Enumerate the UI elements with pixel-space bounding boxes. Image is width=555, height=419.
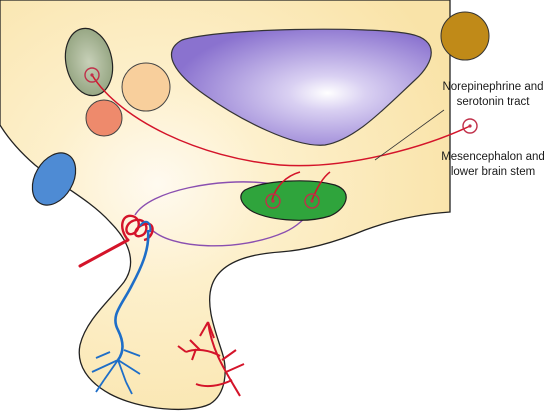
neuron-green-right — [304, 193, 320, 209]
label-stem-line2: lower brain stem — [450, 166, 536, 178]
label-tract-line2: serotonin tract — [456, 96, 530, 108]
portal-vein — [114, 229, 150, 361]
tract-branch-left — [271, 171, 301, 201]
salmon-nucleus — [85, 99, 123, 137]
thalamus-shape — [170, 28, 432, 146]
norepinephrine-serotonin-tract — [91, 74, 471, 167]
olive-nucleus — [64, 27, 114, 97]
label-stem-line1: Mesencephalon and — [441, 151, 545, 163]
gold-nucleus — [440, 11, 490, 61]
leader-line-tract — [374, 109, 445, 161]
brainstem-nucleus — [240, 180, 347, 221]
label-tract-line1: Norepinephrine and — [442, 81, 544, 93]
neuron-olive — [84, 67, 100, 83]
blue-nucleus — [31, 152, 77, 206]
portal-capillary-knot — [78, 214, 154, 268]
label-mesencephalon-brain-stem: Mesencephalon and lower brain stem — [432, 150, 554, 180]
neuron-green-left — [265, 193, 281, 209]
hypophyseal-artery — [177, 321, 245, 397]
peach-nucleus — [121, 62, 171, 112]
portal-vein-branches — [91, 349, 141, 395]
label-norepinephrine-serotonin-tract: Norepinephrine and serotonin tract — [432, 80, 554, 110]
tract-branch-right — [311, 171, 331, 201]
neuron-brainstem — [462, 118, 478, 134]
